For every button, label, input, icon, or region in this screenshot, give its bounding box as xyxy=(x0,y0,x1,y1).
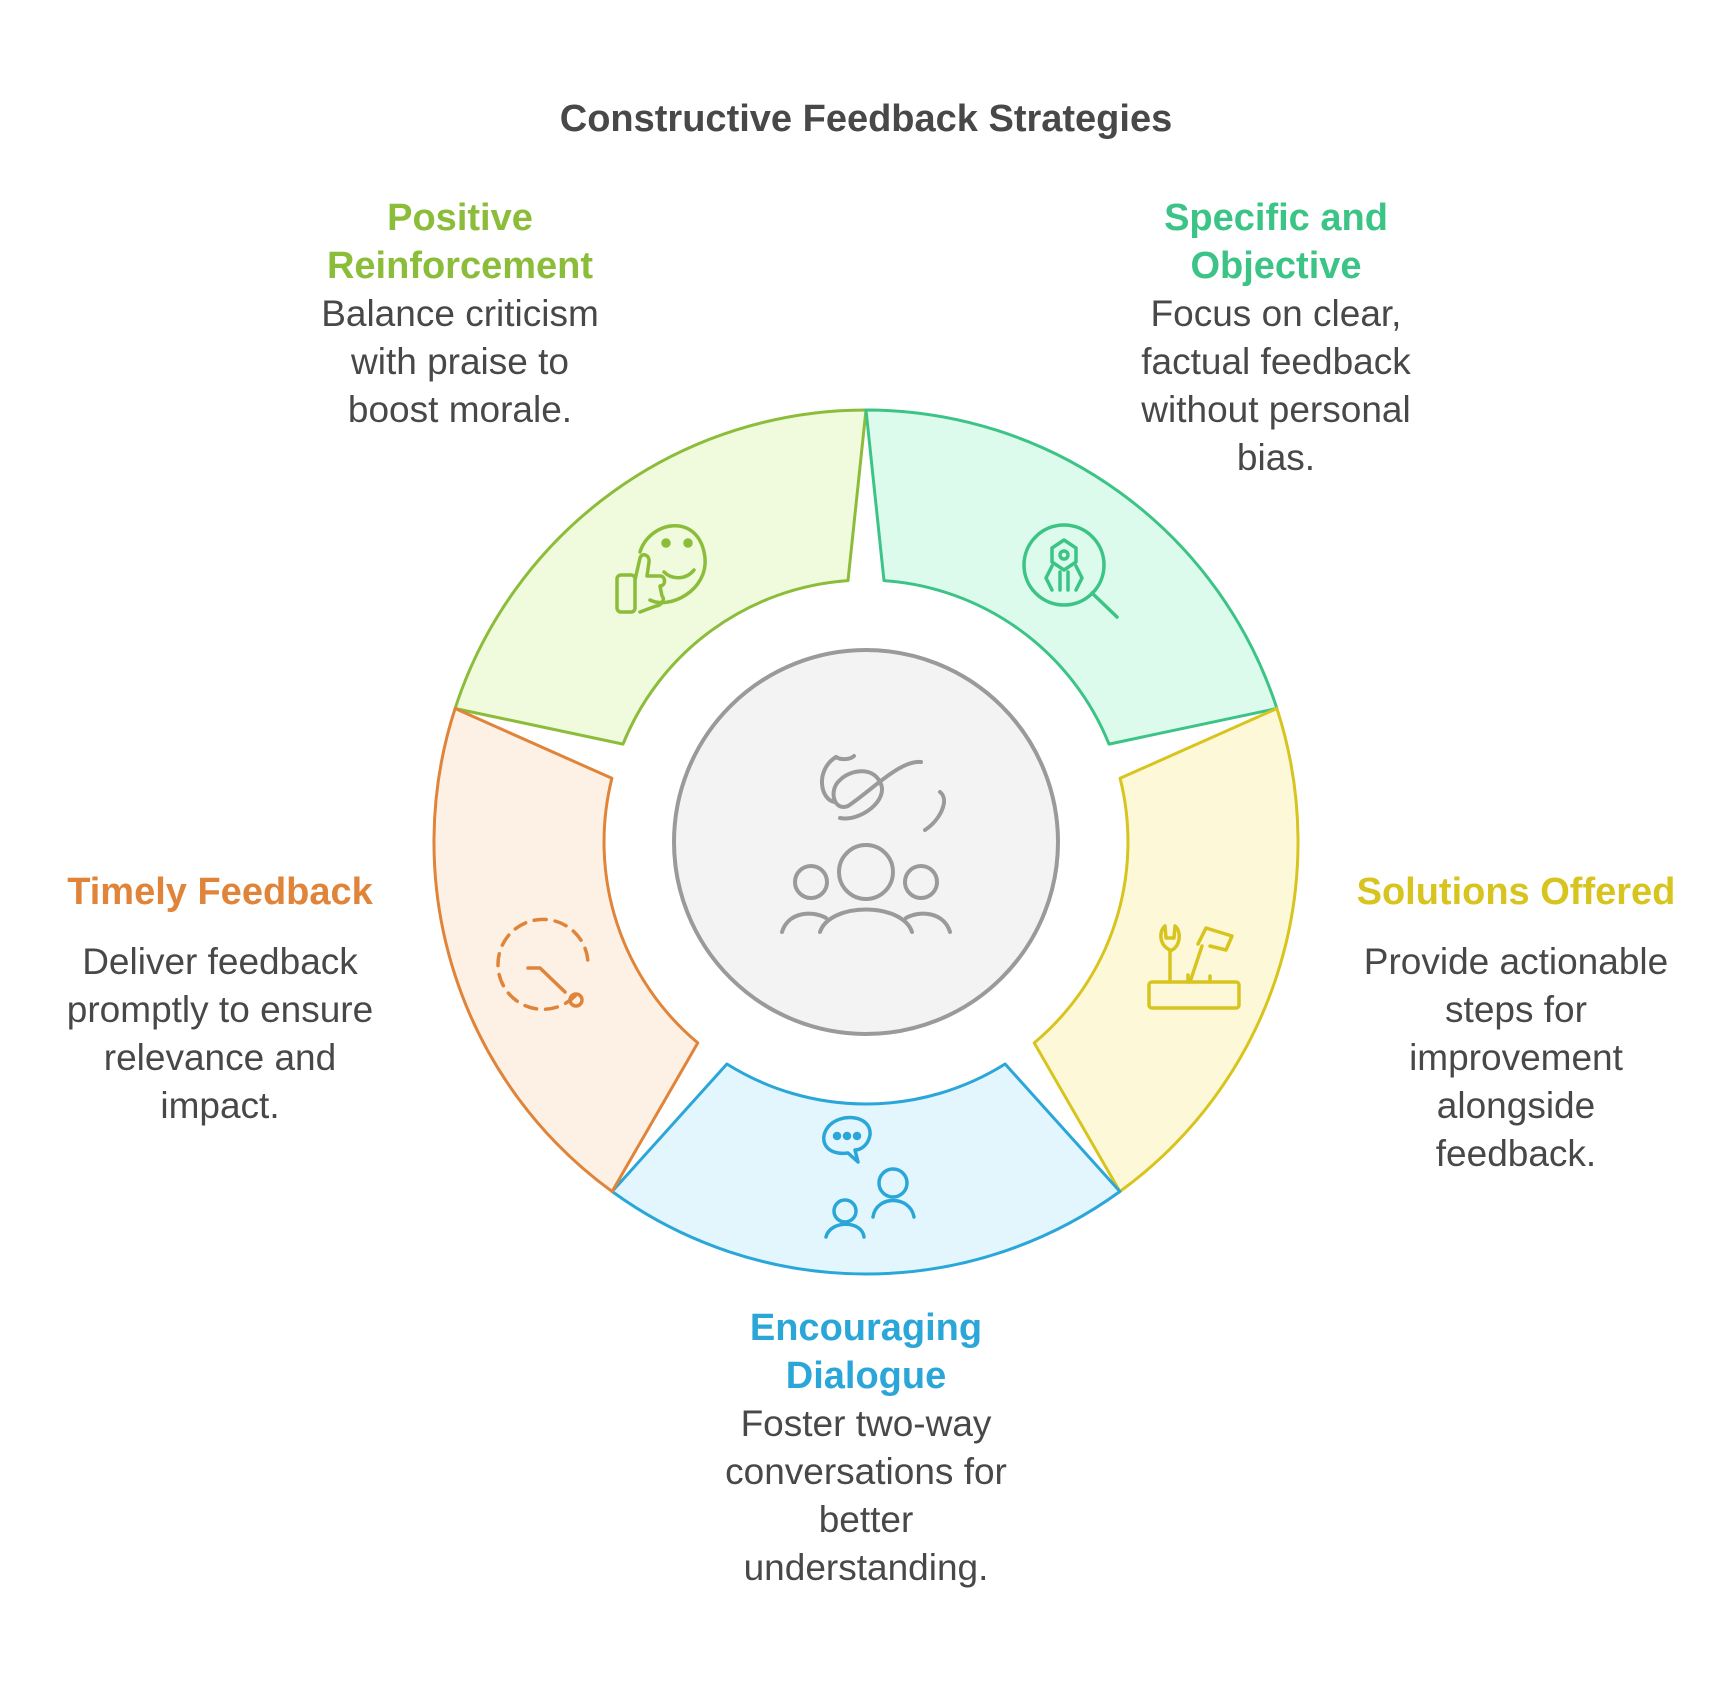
label-encouraging-dialogue: Encouraging Dialogue Foster two-way conv… xyxy=(686,1304,1046,1592)
segment-solutions-offered xyxy=(1032,707,1300,1193)
heading-positive-reinforcement: Positive Reinforcement xyxy=(326,197,594,287)
label-solutions-offered: Solutions Offered Provide actionable ste… xyxy=(1336,868,1696,1178)
heading-encouraging-dialogue: Encouraging Dialogue xyxy=(749,1307,983,1397)
segment-specific-objective xyxy=(864,408,1279,746)
label-positive-reinforcement: Positive Reinforcement Balance criticism… xyxy=(280,194,640,434)
thumbs-up-smile-icon xyxy=(615,524,707,614)
heading-specific-objective: Specific and Objective xyxy=(1164,197,1388,287)
segment-encouraging-dialogue xyxy=(610,1062,1122,1276)
chat-people-icon xyxy=(822,1115,916,1239)
toolbox-icon xyxy=(1147,924,1241,1010)
description-positive-reinforcement: Balance criticism with praise to boost m… xyxy=(321,293,599,430)
heading-timely-feedback: Timely Feedback xyxy=(67,871,373,913)
diagram-title: Constructive Feedback Strategies xyxy=(559,98,1173,140)
center-hub xyxy=(672,648,1060,1036)
magnifier-robot-icon xyxy=(1022,523,1119,619)
description-encouraging-dialogue: Foster two-way conversations for better … xyxy=(725,1403,1007,1588)
label-specific-objective: Specific and Objective Focus on clear, f… xyxy=(1096,194,1456,482)
label-timely-feedback: Timely Feedback Deliver feedback promptl… xyxy=(40,868,400,1130)
description-specific-objective: Focus on clear, factual feedback without… xyxy=(1141,293,1411,478)
hand-over-people-icon xyxy=(780,754,952,934)
description-solutions-offered: Provide actionable steps for improvement… xyxy=(1363,941,1669,1174)
segment-timely-feedback xyxy=(432,707,700,1193)
description-timely-feedback: Deliver feedback promptly to ensure rele… xyxy=(66,941,374,1126)
heading-solutions-offered: Solutions Offered xyxy=(1356,871,1676,913)
clock-icon xyxy=(496,917,590,1012)
